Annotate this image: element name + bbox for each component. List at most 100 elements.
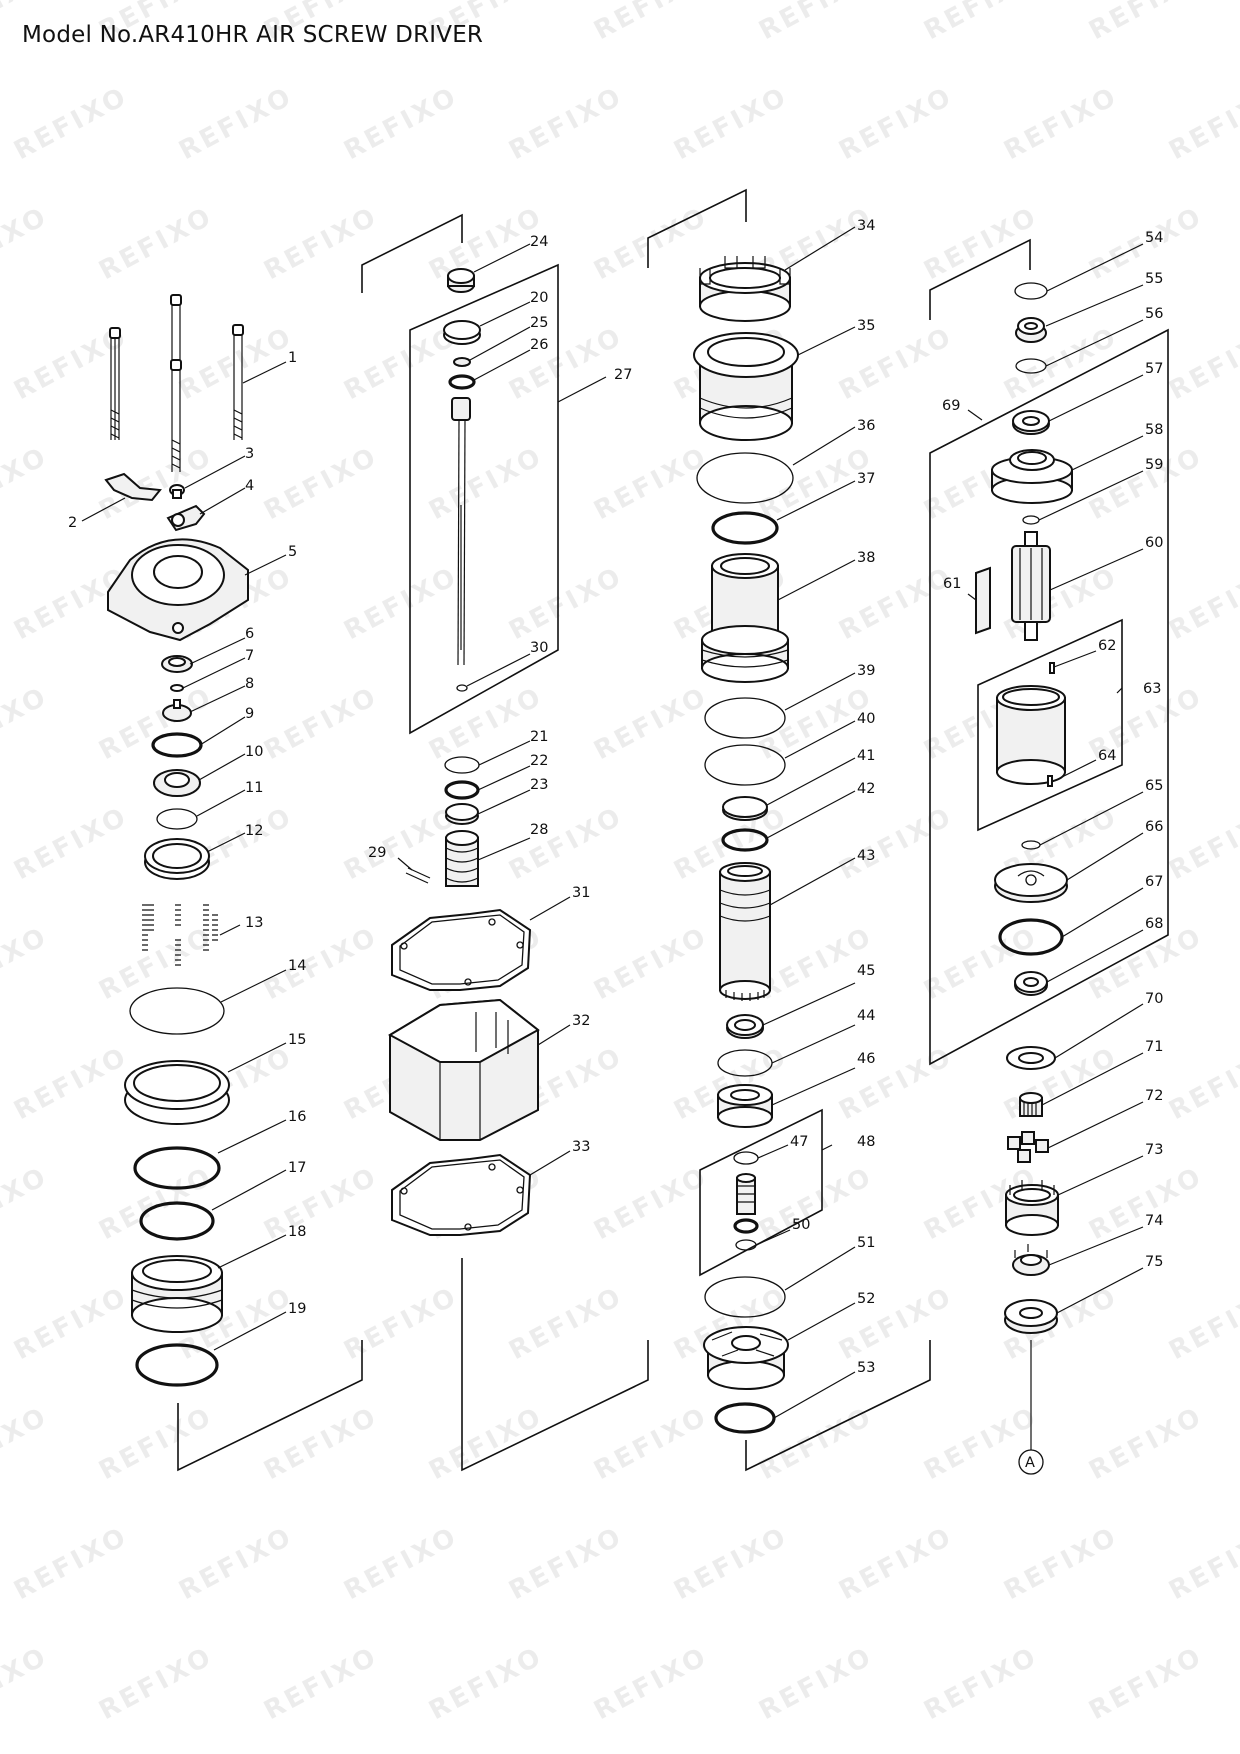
watermark-text: REFIXO <box>174 1521 298 1606</box>
part-label-46: 46 <box>857 1051 875 1067</box>
part-label-21: 21 <box>530 729 548 745</box>
watermark-text: REFIXO <box>424 441 548 526</box>
part-label-13: 13 <box>245 915 263 931</box>
part-label-1: 1 <box>288 350 297 366</box>
part-label-4: 4 <box>245 478 254 494</box>
part-label-74: 74 <box>1145 1213 1163 1229</box>
part-label-41: 41 <box>857 748 875 764</box>
watermark-text: REFIXO <box>94 201 218 286</box>
part-label-34: 34 <box>857 218 875 234</box>
callout-leader-lines <box>81 226 1144 1419</box>
part-label-29: 29 <box>368 845 386 861</box>
part-label-5: 5 <box>288 544 297 560</box>
part-label-72: 72 <box>1145 1088 1163 1104</box>
watermark-text: REFIXO <box>174 81 298 166</box>
part-label-42: 42 <box>857 781 875 797</box>
part-label-19: 19 <box>288 1301 306 1317</box>
part-label-62: 62 <box>1098 638 1116 654</box>
part-label-10: 10 <box>245 744 263 760</box>
part-label-70: 70 <box>1145 991 1163 1007</box>
watermark-text: REFIXO <box>834 81 958 166</box>
part-label-59: 59 <box>1145 457 1163 473</box>
springs-13 <box>142 904 218 966</box>
part-label-71: 71 <box>1145 1039 1163 1055</box>
part-label-60: 60 <box>1145 535 1163 551</box>
column-1-parts <box>104 294 249 1387</box>
watermark-text: REFIXO <box>589 201 713 286</box>
part-label-43: 43 <box>857 848 875 864</box>
part-label-56: 56 <box>1145 306 1163 322</box>
part-label-8: 8 <box>245 676 254 692</box>
part-label-9: 9 <box>245 706 254 722</box>
watermark-text: REFIXO <box>0 1161 53 1246</box>
bolt-1a <box>109 327 121 440</box>
watermark-text: REFIXO <box>259 681 383 766</box>
part-label-52: 52 <box>857 1291 875 1307</box>
part-label-17: 17 <box>288 1160 306 1176</box>
watermark-text: REFIXO <box>504 1281 628 1366</box>
watermark-text: REFIXO <box>589 921 713 1006</box>
watermark-text: REFIXO <box>1164 561 1240 646</box>
part-label-50: 50 <box>792 1217 810 1233</box>
watermark-text: REFIXO <box>424 1401 548 1486</box>
watermark-text: REFIXO <box>0 681 53 766</box>
watermark-text: REFIXO <box>1164 1041 1240 1126</box>
part-label-16: 16 <box>288 1109 306 1125</box>
watermark-text: REFIXO <box>754 1161 878 1246</box>
part-label-58: 58 <box>1145 422 1163 438</box>
part-label-7: 7 <box>245 648 254 664</box>
part-label-54: 54 <box>1145 230 1163 246</box>
watermark-text: REFIXO <box>424 1641 548 1726</box>
part-label-51: 51 <box>857 1235 875 1251</box>
watermark-text: REFIXO <box>834 1041 958 1126</box>
watermark-text: REFIXO <box>259 1401 383 1486</box>
watermark-text: REFIXO <box>589 1401 713 1486</box>
watermark-text: REFIXO <box>1164 801 1240 886</box>
part-label-68: 68 <box>1145 916 1163 932</box>
watermark-text: REFIXO <box>339 1521 463 1606</box>
part-label-35: 35 <box>857 318 875 334</box>
assembly-brackets <box>177 188 1169 1475</box>
column-2-parts <box>387 268 540 1236</box>
part-label-64: 64 <box>1098 748 1116 764</box>
watermark-text: REFIXO <box>919 0 1043 46</box>
part-label-23: 23 <box>530 777 548 793</box>
watermark-text: REFIXO <box>999 81 1123 166</box>
watermark-text: REFIXO <box>834 561 958 646</box>
part-label-22: 22 <box>530 753 548 769</box>
part-label-45: 45 <box>857 963 875 979</box>
watermark-text: REFIXO <box>504 561 628 646</box>
part-label-75: 75 <box>1145 1254 1163 1270</box>
watermark-text: REFIXO <box>504 81 628 166</box>
watermark-text: REFIXO <box>0 1401 53 1486</box>
bolt-1c <box>232 324 244 440</box>
watermark-text: REFIXO <box>94 1641 218 1726</box>
column-4-parts <box>975 282 1073 1334</box>
watermark-text: REFIXO <box>0 1641 53 1726</box>
watermark-text: REFIXO <box>259 201 383 286</box>
watermark-text: REFIXO <box>834 1521 958 1606</box>
watermark-text: REFIXO <box>339 801 463 886</box>
watermark-text: REFIXO <box>424 0 548 46</box>
watermark-text: REFIXO <box>9 801 133 886</box>
part-label-73: 73 <box>1145 1142 1163 1158</box>
watermark-text: REFIXO <box>9 1521 133 1606</box>
part-label-39: 39 <box>857 663 875 679</box>
watermark-text: REFIXO <box>1084 1641 1208 1726</box>
part-label-20: 20 <box>530 290 548 306</box>
watermark-text: REFIXO <box>94 1401 218 1486</box>
watermark-text: REFIXO <box>259 1641 383 1726</box>
watermark-text: REFIXO <box>834 1281 958 1366</box>
watermark-text: REFIXO <box>1084 1401 1208 1486</box>
part-label-67: 67 <box>1145 874 1163 890</box>
connector-a-label: A <box>1025 1455 1035 1471</box>
part-label-32: 32 <box>572 1013 590 1029</box>
watermark-text: REFIXO <box>339 81 463 166</box>
watermark-text: REFIXO <box>589 1161 713 1246</box>
part-label-24: 24 <box>530 234 548 250</box>
part-label-69: 69 <box>942 398 960 414</box>
part-label-36: 36 <box>857 418 875 434</box>
part-label-30: 30 <box>530 640 548 656</box>
